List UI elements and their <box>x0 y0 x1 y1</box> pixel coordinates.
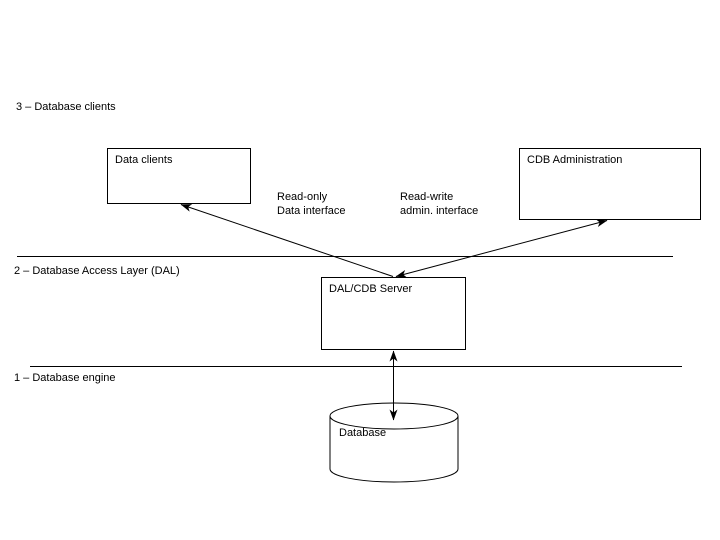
database-label: Database <box>339 427 386 439</box>
read-only-label-line1: Read-only <box>277 191 328 203</box>
layer3-label: 3 – Database clients <box>16 101 116 113</box>
read-write-arrow <box>395 219 608 278</box>
read-write-label-line1: Read-write <box>400 191 453 203</box>
layer1-label: 1 – Database engine <box>14 372 116 384</box>
read-only-arrow <box>180 204 394 277</box>
data-clients-label: Data clients <box>115 154 173 166</box>
dal-cdb-server-label: DAL/CDB Server <box>329 283 412 295</box>
cdb-administration-label: CDB Administration <box>527 154 622 166</box>
database-cylinder-body <box>329 416 459 483</box>
cdb-administration-box <box>519 148 701 220</box>
read-write-label-line2: admin. interface <box>400 205 478 217</box>
layer2-label: 2 – Database Access Layer (DAL) <box>14 265 180 277</box>
data-clients-box <box>107 148 251 204</box>
dal-cdb-server-box <box>321 277 466 350</box>
read-only-label-line2: Data interface <box>277 205 345 217</box>
